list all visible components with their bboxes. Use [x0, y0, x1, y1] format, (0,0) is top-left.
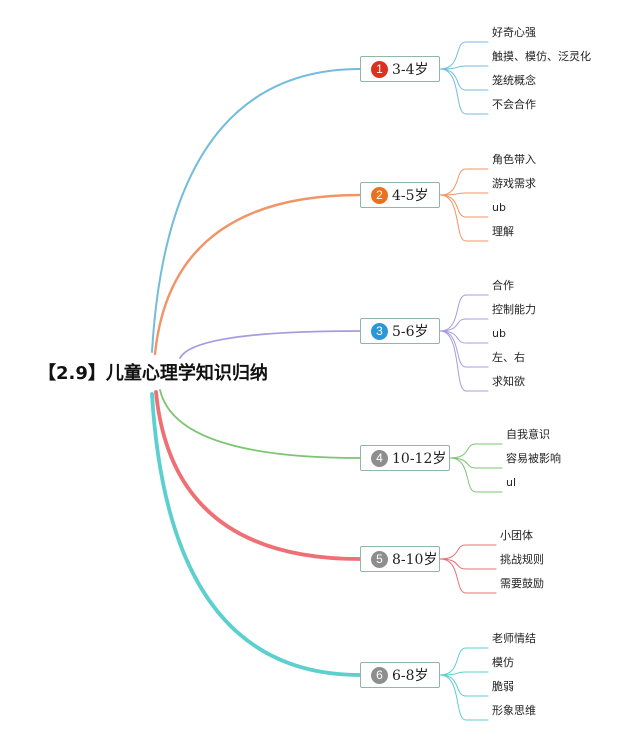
connector-leaf-5-2: [439, 558, 497, 570]
leaf-topic[interactable]: ul: [506, 476, 517, 489]
leaf-topic[interactable]: 笼统概念: [492, 74, 536, 87]
connector-leaf-1-1: [439, 41, 489, 70]
connector-leaf-3-1: [439, 294, 489, 332]
leaf-topic[interactable]: 控制能力: [492, 303, 536, 316]
leaf-topic[interactable]: 合作: [492, 279, 514, 292]
root-topic-title: 【2.9】儿童心理学知识归纳: [38, 363, 268, 384]
leaf-topic[interactable]: 游戏需求: [492, 177, 536, 190]
leaf-topic[interactable]: 求知欲: [492, 375, 525, 388]
leaf-topic[interactable]: 角色带入: [492, 153, 536, 166]
number-badge-icon: 2: [371, 186, 388, 204]
connector-leaf-6-3: [439, 674, 489, 697]
connector-leaf-1-2: [439, 65, 489, 70]
leaf-topic[interactable]: 老师情结: [492, 632, 536, 645]
leaf-topic[interactable]: 形象思维: [492, 704, 536, 717]
branch-label: 5-6岁: [392, 324, 429, 340]
leaf-topic[interactable]: 容易被影响: [506, 452, 561, 465]
connector-leaf-5-1: [439, 544, 497, 560]
connector-leaf-4-2: [449, 457, 503, 469]
leaf-topic[interactable]: 挑战规则: [500, 553, 544, 566]
leaf-topic[interactable]: 好奇心强: [492, 26, 536, 39]
connector-branch-1: [151, 68, 361, 353]
number-badge-icon: 6: [371, 666, 388, 684]
leaf-topic[interactable]: 小团体: [500, 529, 533, 542]
connector-leaf-6-2: [439, 671, 489, 676]
number-badge-icon: 5: [371, 550, 388, 568]
leaf-topic[interactable]: 不会合作: [492, 98, 536, 111]
branch-label: 10-12岁: [392, 451, 447, 467]
connector-leaf-3-4: [439, 330, 489, 368]
connector-leaf-1-4: [439, 68, 489, 115]
leaf-topic[interactable]: 模仿: [492, 656, 514, 669]
connector-branch-3: [179, 330, 361, 359]
leaf-topic[interactable]: ub: [492, 201, 506, 214]
connector-leaf-6-1: [439, 647, 489, 676]
connector-leaf-3-2: [439, 318, 489, 332]
connector-branch-2: [153, 193, 362, 356]
connector-leaf-2-3: [439, 194, 489, 218]
branch-label: 6-8岁: [392, 668, 429, 684]
leaf-topic[interactable]: 需要鼓励: [500, 577, 544, 590]
connector-leaf-1-3: [439, 68, 489, 91]
branch-label: 4-5岁: [392, 188, 429, 204]
connector-leaf-6-4: [439, 674, 489, 721]
connector-leaf-2-1: [439, 168, 489, 196]
connector-leaf-2-4: [439, 194, 489, 242]
leaf-topic[interactable]: 理解: [492, 225, 514, 238]
number-badge-icon: 1: [371, 60, 388, 78]
connector-leaf-4-3: [449, 457, 503, 493]
connector-branch-6: [150, 392, 362, 677]
leaf-topic[interactable]: 脆弱: [492, 680, 514, 693]
connector-branch-4: [159, 389, 361, 459]
leaf-topic[interactable]: 触摸、模仿、泛灵化: [492, 50, 591, 63]
connector-leaf-5-3: [439, 558, 497, 594]
branch-label: 3-4岁: [392, 62, 429, 78]
number-badge-icon: 3: [371, 322, 388, 340]
connector-branch-5: [154, 390, 362, 561]
leaf-topic[interactable]: 自我意识: [506, 428, 550, 441]
connector-leaf-2-2: [439, 192, 489, 196]
connector-leaf-3-3: [439, 330, 489, 344]
branch-label: 8-10岁: [392, 552, 438, 568]
connector-leaf-3-5: [439, 330, 489, 392]
leaf-topic[interactable]: ub: [492, 327, 506, 340]
number-badge-icon: 4: [371, 449, 388, 467]
leaf-topic[interactable]: 左、右: [492, 351, 525, 364]
connector-leaf-4-1: [449, 443, 503, 459]
